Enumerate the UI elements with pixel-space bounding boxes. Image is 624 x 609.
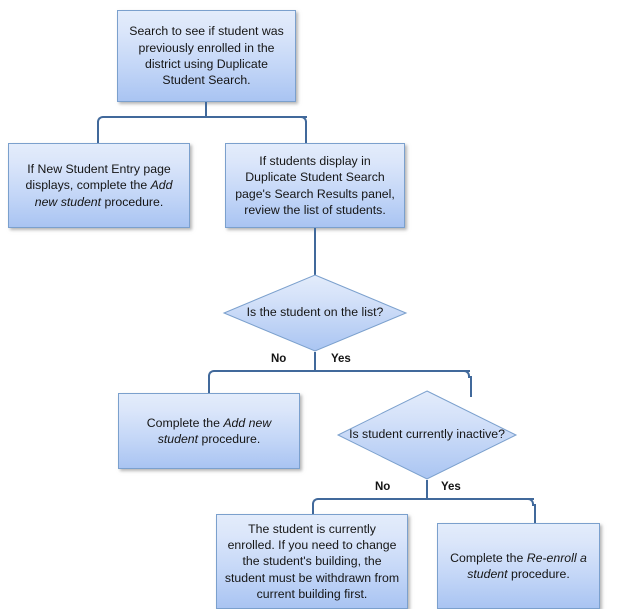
connector-split-decision1 <box>214 370 470 372</box>
connector-drop-right-row1 <box>305 122 307 144</box>
connector-corner-left-row1 <box>97 116 105 124</box>
decision-is-student-inactive[interactable]: Is student currently inactive? <box>336 390 518 480</box>
node-complete-add-new-student-label: Complete the Add new student procedure. <box>146 415 272 446</box>
branch-label-no-on-list: No <box>271 353 287 365</box>
connector-corner-right-decision2 <box>526 498 534 506</box>
connector-drop-yes-decision2 <box>534 504 536 524</box>
connector-decision1-stem <box>314 352 316 371</box>
emphasis-add-new-student-2: Add new student <box>157 415 272 446</box>
decision-is-student-on-list[interactable]: Is the student on the list? <box>222 274 408 352</box>
emphasis-re-enroll-a-student: Re-enroll a student <box>467 550 587 581</box>
node-complete-re-enroll-student[interactable]: Complete the Re-enroll a student procedu… <box>437 523 600 609</box>
emphasis-add-new-student: Add new student <box>34 178 173 209</box>
connector-drop-left-row1 <box>97 122 99 144</box>
node-students-display-results[interactable]: If students display in Duplicate Student… <box>225 143 405 228</box>
branch-label-yes-on-list: Yes <box>331 353 351 365</box>
branch-label-yes-inactive: Yes <box>441 481 461 493</box>
connector-corner-left-decision1 <box>208 370 216 378</box>
connector-drop-no-decision1 <box>208 376 210 394</box>
connector-split-decision2 <box>318 498 534 500</box>
connector-to-decision-on-list <box>314 228 316 276</box>
node-complete-re-enroll-student-label: Complete the Re-enroll a student procedu… <box>450 550 587 581</box>
node-new-student-entry[interactable]: If New Student Entry page displays, comp… <box>8 143 190 228</box>
branch-label-no-inactive: No <box>375 481 391 493</box>
connector-split-row1 <box>103 116 307 118</box>
decision-is-student-on-list-shape <box>222 274 408 352</box>
connector-corner-left-decision2 <box>312 498 320 506</box>
connector-drop-no-decision2 <box>312 504 314 515</box>
decision-is-student-inactive-shape <box>336 390 518 480</box>
node-student-currently-enrolled-label: The student is currently enrolled. If yo… <box>224 521 400 602</box>
connector-corner-right-decision1 <box>462 370 470 378</box>
node-student-currently-enrolled[interactable]: The student is currently enrolled. If yo… <box>216 514 408 609</box>
connector-start-stem <box>205 102 207 117</box>
connector-corner-right-row1 <box>299 116 307 124</box>
connector-drop-yes-decision1 <box>470 376 472 397</box>
node-search-duplicate-student-label: Search to see if student was previously … <box>129 24 284 88</box>
connector-decision2-stem <box>426 480 428 499</box>
node-search-duplicate-student[interactable]: Search to see if student was previously … <box>117 10 296 102</box>
node-new-student-entry-label: If New Student Entry page displays, comp… <box>25 161 173 209</box>
node-complete-add-new-student[interactable]: Complete the Add new student procedure. <box>118 393 300 469</box>
node-students-display-results-label: If students display in Duplicate Student… <box>235 153 395 217</box>
